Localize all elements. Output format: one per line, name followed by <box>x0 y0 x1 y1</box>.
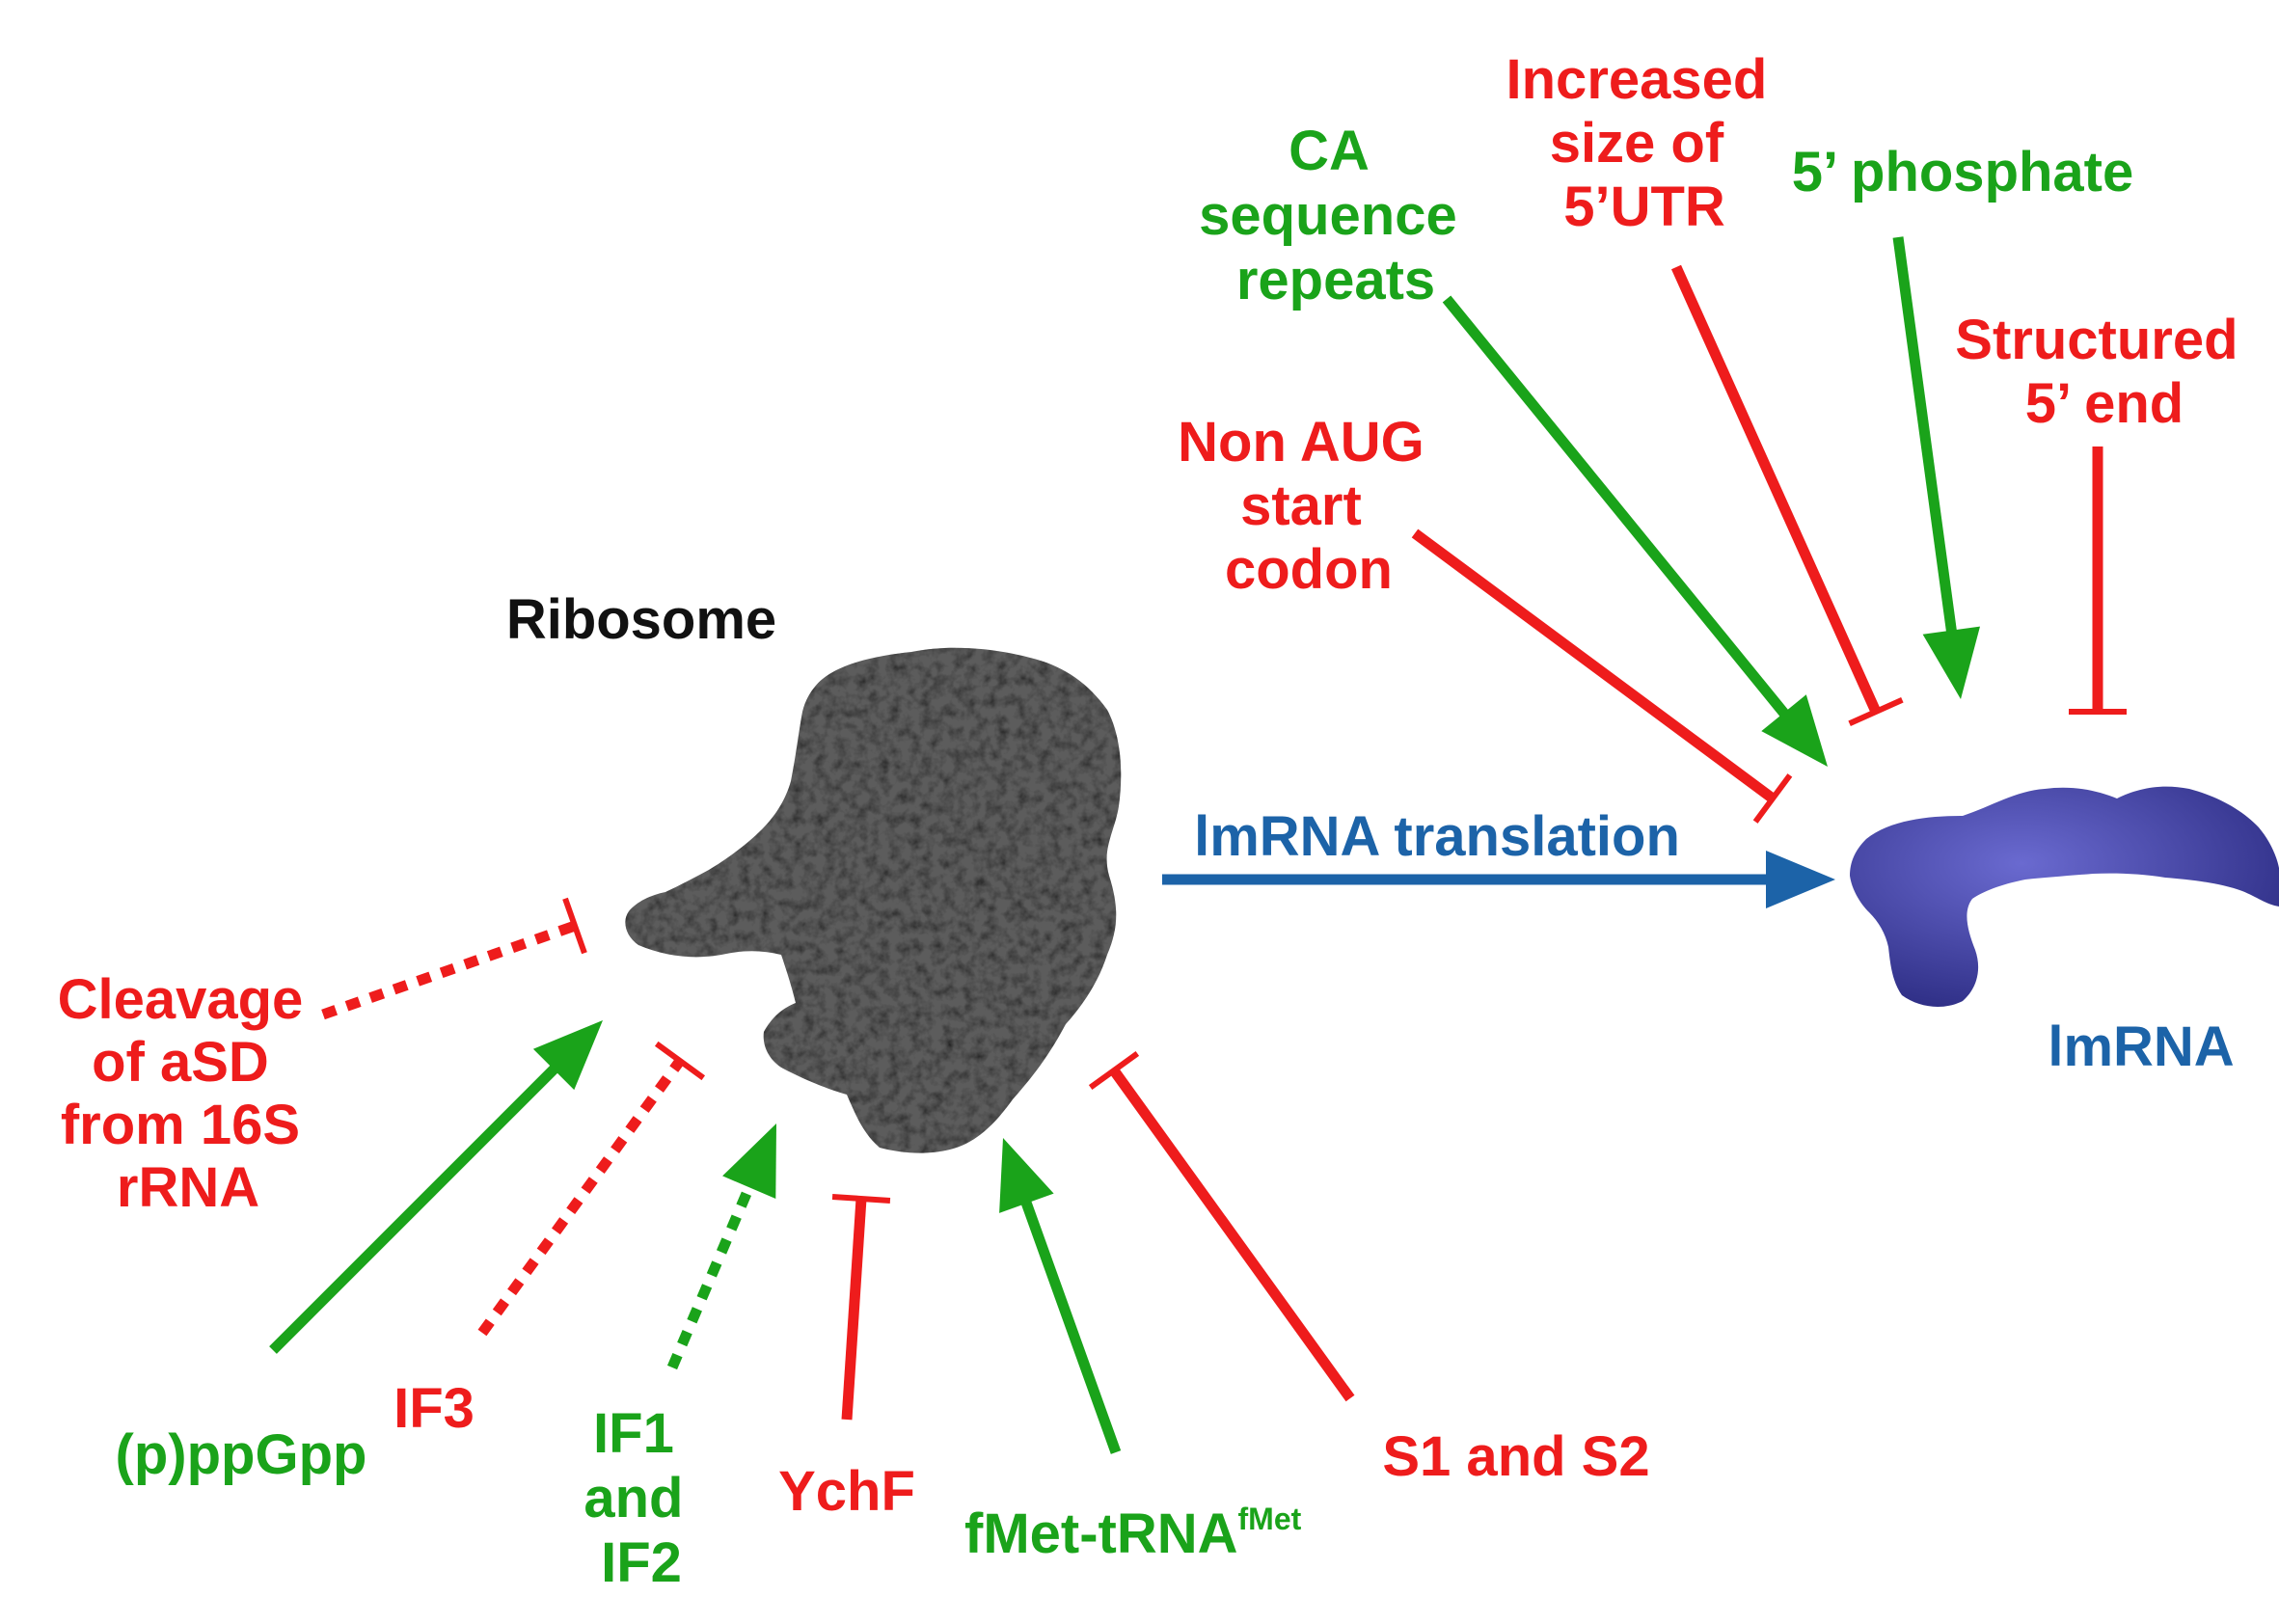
cleavage-label-line1: Cleavage <box>58 968 304 1031</box>
if1-if2-activate-head <box>722 1123 776 1199</box>
ribosome-label: Ribosome <box>506 588 776 651</box>
phosphate-activate-line <box>1892 236 1959 643</box>
non-aug-inhibit-bar <box>1752 773 1793 824</box>
non-aug-label: Non AUG start codon <box>1178 411 1440 601</box>
structured-line2: 5’ end <box>2025 372 2184 435</box>
cleavage-inhibit-bar <box>562 897 587 955</box>
ychf-inhibit-line <box>841 1198 867 1421</box>
utr-size-inhibit-bar <box>1848 696 1904 727</box>
if1-if2-line1: IF1 <box>593 1402 674 1465</box>
s1-s2-inhibit-line <box>1109 1067 1355 1402</box>
ribosome-body <box>625 647 1122 1153</box>
ppgpp-activate-head <box>532 1020 603 1091</box>
labels: Ribosome lmRNA lmRNA translation Cleavag… <box>58 48 2253 1594</box>
cleavage-label-line2: of aSD <box>92 1031 269 1094</box>
ychf-label: YchF <box>778 1460 915 1523</box>
cleavage-label: Cleavage of aSD from 16S rRNA <box>58 968 319 1219</box>
ca-repeats-label: CA sequence repeats <box>1199 120 1473 311</box>
ca-repeats-line3: repeats <box>1236 249 1435 311</box>
if1-if2-line2: and <box>583 1467 683 1529</box>
ychf-inhibit-bar <box>831 1194 891 1204</box>
lmrna-label: lmRNA <box>2048 1015 2234 1078</box>
ribosome <box>625 647 1122 1153</box>
structured-label: Structured 5’ end <box>1955 309 2253 435</box>
fmet-trna-superscript: fMet <box>1238 1502 1302 1536</box>
utr-size-line3: 5’UTR <box>1563 176 1725 238</box>
lmrna-molecule <box>1850 786 2279 1007</box>
non-aug-line2: start <box>1240 474 1362 537</box>
fmet-trna-label: fMet-tRNAfMet <box>964 1502 1302 1565</box>
ca-repeats-line1: CA <box>1289 120 1369 182</box>
ca-repeats-activate-head <box>1761 694 1828 767</box>
if1-if2-label: IF1 and IF2 <box>583 1402 698 1594</box>
fmet-trna-activate-head <box>999 1138 1054 1213</box>
ca-repeats-activate-line <box>1442 295 1796 725</box>
fmet-trna-main: fMet-tRNA <box>964 1502 1238 1565</box>
utr-size-label: Increased size of 5’UTR <box>1506 48 1783 238</box>
ca-repeats-line2: sequence <box>1199 184 1457 247</box>
ppgpp-activate-line <box>269 1057 566 1354</box>
phosphate-label: 5’ phosphate <box>1792 141 2134 203</box>
if3-label: IF3 <box>393 1377 475 1440</box>
utr-size-line1: Increased <box>1506 48 1768 111</box>
s1-s2-label: S1 and S2 <box>1382 1425 1649 1488</box>
translation-label: lmRNA translation <box>1194 805 1680 868</box>
utr-size-line2: size of <box>1550 112 1724 175</box>
cleavage-label-line3: from 16S <box>61 1094 300 1156</box>
structured-line1: Structured <box>1955 309 2238 371</box>
if1-if2-line3: IF2 <box>601 1531 682 1594</box>
cleavage-inhibit-line <box>321 920 577 1020</box>
cleavage-label-line4: rRNA <box>117 1156 259 1219</box>
if1-if2-activate-line <box>666 1175 759 1370</box>
ppgpp-label: (p)ppGpp <box>116 1423 367 1486</box>
non-aug-line1: Non AUG <box>1178 411 1424 474</box>
non-aug-inhibit-line <box>1411 528 1777 803</box>
s1-s2-inhibit-bar <box>1088 1051 1140 1090</box>
if3-inhibit-bar <box>654 1041 706 1081</box>
if3-inhibit-line <box>477 1057 685 1337</box>
utr-size-inhibit-line <box>1670 264 1882 715</box>
non-aug-line3: codon <box>1225 538 1393 601</box>
fmet-trna-activate-line <box>1017 1190 1122 1454</box>
translation-arrow-head <box>1766 851 1835 908</box>
phosphate-activate-head <box>1922 626 1980 699</box>
connectors <box>269 236 2127 1454</box>
lmrna-body <box>1850 786 2279 1007</box>
